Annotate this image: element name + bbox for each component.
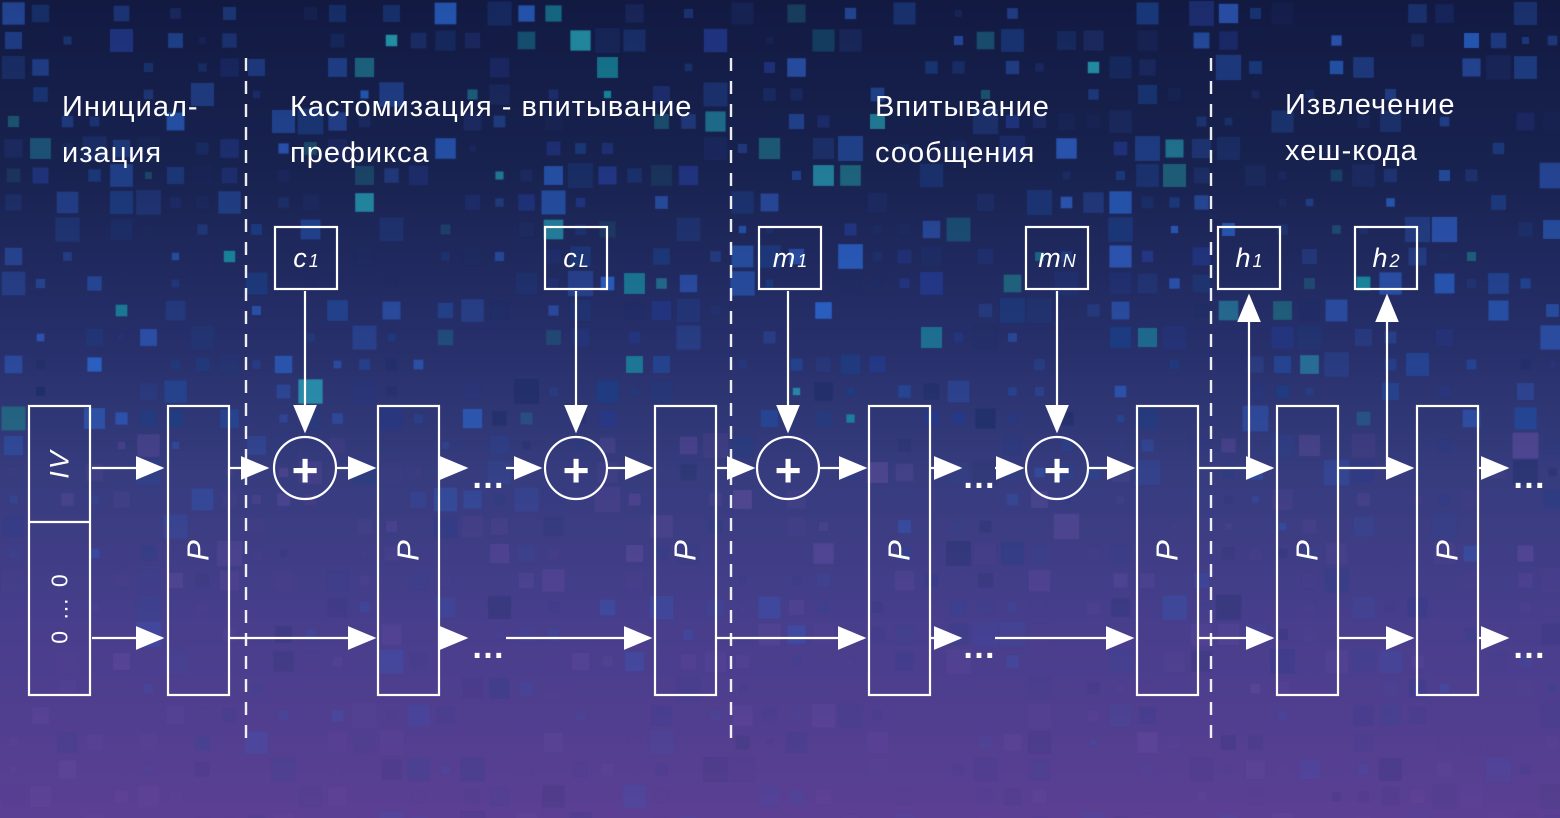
p-label-4: P: [881, 539, 917, 561]
ellipsis-bottom-1: …: [471, 627, 509, 666]
p-label-5: P: [1149, 539, 1185, 561]
xor-plus: +: [774, 444, 802, 496]
zeros-label: 0 … 0: [46, 572, 73, 644]
p-box-7: [1415, 404, 1480, 697]
section-title-customization: Кастомизация - впитывание префикса: [290, 84, 692, 176]
p-box-4: [867, 404, 932, 697]
label-sub: 1: [1252, 250, 1263, 271]
p-box-1: [166, 404, 231, 697]
label-main: c: [563, 242, 577, 273]
state-box-outline: [27, 404, 92, 697]
xor-plus: +: [1043, 444, 1071, 496]
ellipsis-bottom-3: …: [1512, 627, 1550, 666]
xor-plus: +: [291, 444, 319, 496]
label-main: h: [1372, 242, 1388, 273]
input-arrows: [293, 291, 1069, 434]
section-title-message-absorb: Впитывание сообщения: [875, 84, 1050, 176]
title-line: изация: [62, 137, 163, 169]
p-box-3: [653, 404, 718, 697]
ellipsis-top-2: …: [962, 457, 1000, 496]
section-title-hash-extract: Извлечение хеш-кода: [1285, 82, 1456, 174]
output-box-h2: [1353, 225, 1419, 291]
iv-label: IV: [44, 449, 75, 479]
p-label-6: P: [1289, 539, 1325, 561]
title-line: Кастомизация - впитывание: [290, 91, 693, 123]
input-box-cL: [543, 225, 609, 291]
xor-plus: +: [562, 444, 590, 496]
output-arrows: [1237, 293, 1399, 468]
p-label-2: P: [390, 539, 426, 561]
ellipsis-top-1: …: [471, 457, 509, 496]
p-box-5: [1135, 404, 1200, 697]
label-sub: 2: [1389, 250, 1400, 271]
label-sub: N: [1062, 250, 1076, 271]
input-box-m1: [757, 225, 823, 291]
state-box: [27, 404, 92, 697]
p-label-1: P: [180, 539, 216, 561]
title-line: Впитывание: [875, 91, 1050, 123]
input-box-c1: [273, 225, 339, 291]
label-main: m: [772, 242, 796, 273]
title-line: Инициал-: [62, 91, 199, 123]
label-sub: 1: [308, 250, 319, 271]
title-line: хеш-кода: [1285, 135, 1418, 167]
section-title-initialization: Инициал- изация: [62, 84, 199, 176]
title-line: префикса: [290, 137, 430, 169]
input-box-mN: [1024, 225, 1090, 291]
p-label-3: P: [667, 539, 703, 561]
label-sub: L: [578, 250, 589, 271]
label-main: m: [1038, 242, 1061, 273]
permutation-boxes: [166, 404, 1480, 697]
label-main: h: [1235, 242, 1251, 273]
p-box-6: [1275, 404, 1340, 697]
ellipsis-top-3: …: [1512, 457, 1550, 496]
ellipsis-bottom-2: …: [962, 627, 1000, 666]
output-box-h1: [1216, 225, 1282, 291]
p-label-7: P: [1429, 539, 1465, 561]
io-boxes: [273, 225, 1419, 291]
p-box-2: [376, 404, 441, 697]
title-line: сообщения: [875, 137, 1036, 169]
label-main: c: [293, 242, 307, 273]
label-sub: 1: [797, 250, 808, 271]
title-line: Извлечение: [1285, 89, 1456, 121]
